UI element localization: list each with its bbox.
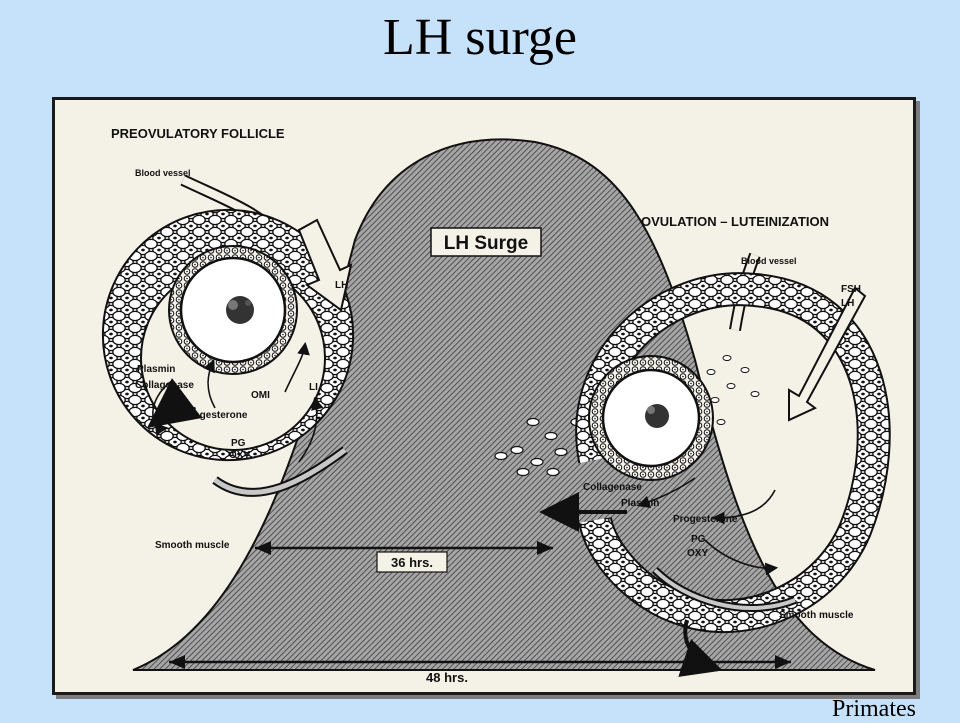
right-lh-label: LH <box>841 298 854 309</box>
svg-text:LH Surge: LH Surge <box>444 233 528 254</box>
right-fsh-label: FSH <box>841 284 861 295</box>
right-collagenase-label: Collagenase <box>583 482 642 493</box>
left-collagenase-label: Collagenase <box>135 380 194 391</box>
right-progesterone-label: Progesterone <box>673 514 738 525</box>
left-lh-label: LH <box>335 280 348 291</box>
left-plasmin-label: Plasmin <box>137 364 175 375</box>
interval-36h-label: 36 hrs. <box>391 555 433 570</box>
left-heading: PREOVULATORY FOLLICLE <box>111 126 285 141</box>
released-cells <box>494 417 594 477</box>
left-pg-label: PG <box>231 438 246 449</box>
interval-48h-label: 48 hrs. <box>426 670 468 685</box>
left-omi-label: OMI <box>251 390 270 401</box>
lh-surge-label: LH Surge <box>430 227 542 257</box>
left-progesterone-label: Progesterone <box>183 410 248 421</box>
lh-surge-curve <box>132 138 876 671</box>
right-blood-vessel-label: Blood vessel <box>741 256 797 266</box>
slide-title: LH surge <box>382 9 577 66</box>
interval-36h: 36 hrs. <box>255 541 553 573</box>
right-plasmin-label: Plasmin <box>621 498 659 509</box>
left-smooth-muscle-label: Smooth muscle <box>155 540 230 551</box>
right-smooth-muscle-label: Smooth muscle <box>779 610 854 621</box>
right-heading: OVULATION – LUTEINIZATION <box>641 214 829 229</box>
left-li-label: LI <box>309 382 318 393</box>
right-pg-label: PG <box>691 534 706 545</box>
figure-canvas: LH Surge <box>101 126 891 685</box>
oocyte-nucleus-right <box>645 404 669 428</box>
preovulatory-follicle <box>101 174 355 497</box>
oocyte-nucleus-left <box>226 296 254 324</box>
ovulating-follicle <box>539 252 891 677</box>
left-blood-vessel-label: Blood vessel <box>135 168 191 178</box>
lh-surge-figure: LH Surge <box>52 97 916 695</box>
interval-48h: 48 hrs. <box>169 655 791 685</box>
left-oxy-label: OXY <box>229 450 250 461</box>
species-caption: Primates <box>832 696 916 722</box>
right-oxy-label: OXY <box>687 548 708 559</box>
